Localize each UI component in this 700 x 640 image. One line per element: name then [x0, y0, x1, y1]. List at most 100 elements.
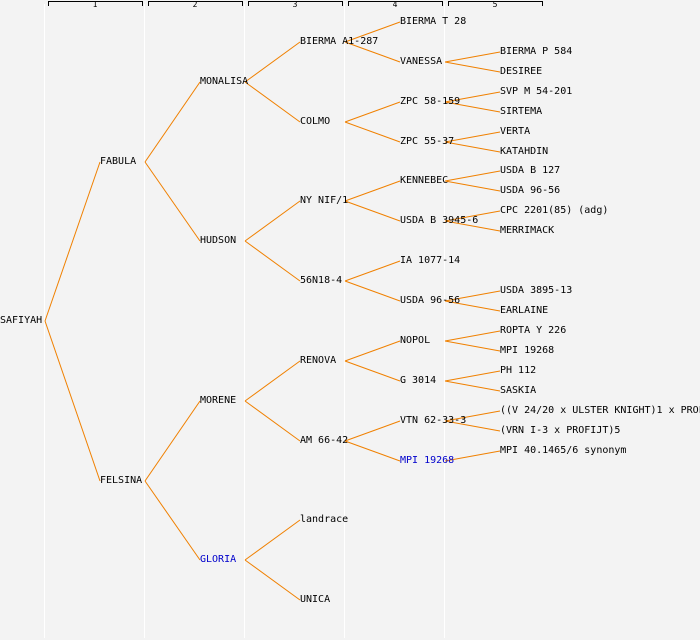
- pedigree-node: MONALISA: [200, 76, 249, 87]
- pedigree-node: G 3014: [400, 375, 437, 386]
- pedigree-link-line: [444, 170, 501, 182]
- pedigree-link-line: [444, 51, 501, 63]
- pedigree-node: DESIREE: [500, 66, 543, 77]
- pedigree-node: SIRTEMA: [500, 106, 543, 117]
- pedigree-node: MERRIMACK: [500, 225, 555, 236]
- pedigree-node: USDA 3895-13: [500, 285, 573, 296]
- pedigree-node: KATAHDIN: [500, 146, 549, 157]
- pedigree-link-line: [444, 220, 501, 232]
- pedigree-node: USDA 96-56: [400, 295, 461, 306]
- pedigree-link-line: [344, 360, 401, 382]
- pedigree-node: EARLAINE: [500, 305, 549, 316]
- pedigree-node: MPI 19268: [500, 345, 555, 356]
- root-node: SAFIYAH: [0, 315, 43, 326]
- pedigree-link-line: [444, 380, 501, 392]
- pedigree-link-line: [144, 480, 201, 561]
- pedigree-link-line: [244, 559, 301, 601]
- pedigree-link-line: [344, 180, 401, 202]
- pedigree-link-line: [244, 400, 301, 442]
- pedigree-link-line: [444, 340, 501, 352]
- pedigree-node: PH 112: [500, 365, 537, 376]
- pedigree-link-line: [444, 210, 501, 222]
- pedigree-link-line: [144, 400, 201, 482]
- pedigree-node: NOPOL: [400, 335, 431, 346]
- pedigree-node: SASKIA: [500, 385, 537, 396]
- pedigree-link-line: [344, 121, 401, 143]
- pedigree-link-line: [244, 240, 301, 282]
- pedigree-node: ZPC 55-37: [400, 136, 455, 147]
- pedigree-link-line: [144, 81, 201, 163]
- pedigree-link-line: [244, 360, 301, 402]
- pedigree-link-line: [444, 370, 501, 382]
- pedigree-link-line: [444, 61, 501, 73]
- pedigree-node: HUDSON: [200, 235, 237, 246]
- pedigree-node: AM 66-42: [300, 435, 349, 446]
- pedigree-node: BIERMA T 28: [400, 16, 467, 27]
- pedigree-link-line: [444, 131, 501, 143]
- pedigree-link-line: [44, 320, 101, 482]
- pedigree-link-line: [344, 200, 401, 222]
- generation-number: 4: [392, 0, 398, 9]
- pedigree-node: landrace: [300, 514, 349, 525]
- pedigree-node: USDA B 127: [500, 165, 561, 176]
- pedigree-node: VANESSA: [400, 56, 443, 67]
- column-separator: [44, 4, 45, 638]
- pedigree-node: USDA 96-56: [500, 185, 561, 196]
- pedigree-link-line: [344, 340, 401, 362]
- generation-bracket: [48, 1, 143, 6]
- pedigree-node: 56N18-4: [300, 275, 343, 286]
- pedigree-link-line: [444, 141, 501, 153]
- pedigree-node: BIERMA A1-287: [300, 36, 379, 47]
- pedigree-node: ZPC 58-159: [400, 96, 461, 107]
- pedigree-link-line: [344, 420, 401, 442]
- pedigree-node: COLMO: [300, 116, 331, 127]
- pedigree-node: (VRN I-3 x PROFIJT)5: [500, 425, 621, 436]
- generation-number: 1: [92, 0, 98, 9]
- pedigree-node: NY NIF/1: [300, 195, 349, 206]
- pedigree-node[interactable]: MPI 19268: [400, 455, 455, 466]
- pedigree-node: VERTA: [500, 126, 531, 137]
- pedigree-link-line: [444, 290, 501, 302]
- pedigree-link-line: [344, 101, 401, 123]
- pedigree-link-line: [244, 200, 301, 242]
- column-separator: [444, 4, 445, 638]
- pedigree-node: RENOVA: [300, 355, 337, 366]
- pedigree-link-line: [244, 41, 301, 83]
- pedigree-node: MORENE: [200, 395, 237, 406]
- pedigree-node: UNICA: [300, 594, 331, 605]
- pedigree-link-line: [44, 161, 101, 322]
- pedigree-link-line: [344, 280, 401, 302]
- pedigree-node: IA 1077-14: [400, 255, 461, 266]
- pedigree-link-line: [444, 91, 501, 103]
- generation-bracket: [448, 1, 543, 6]
- pedigree-link-line: [144, 161, 201, 242]
- pedigree-link-line: [444, 450, 501, 462]
- pedigree-link-line: [344, 440, 401, 462]
- column-separator: [344, 4, 345, 638]
- pedigree-link-line: [444, 420, 501, 432]
- pedigree-node[interactable]: GLORIA: [200, 554, 237, 565]
- pedigree-link-line: [344, 21, 401, 43]
- generation-bracket: [148, 1, 243, 6]
- pedigree-node: VTN 62-33-3: [400, 415, 467, 426]
- column-separator: [144, 4, 145, 638]
- pedigree-node: ((V 24/20 x ULSTER KNIGHT)1 x PROFIJT): [500, 405, 700, 416]
- pedigree-node: CPC 2201(85) (adg): [500, 205, 609, 216]
- pedigree-node: ROPTA Y 226: [500, 325, 567, 336]
- pedigree-link-line: [244, 519, 301, 561]
- generation-number: 3: [292, 0, 298, 9]
- pedigree-node: MPI 40.1465/6 synonym: [500, 445, 627, 456]
- pedigree-link-line: [444, 330, 501, 342]
- pedigree-link-line: [444, 410, 501, 422]
- generation-bracket: [248, 1, 343, 6]
- pedigree-node: SVP M 54-201: [500, 86, 573, 97]
- pedigree-node: FELSINA: [100, 475, 143, 486]
- generation-number: 5: [492, 0, 498, 9]
- pedigree-link-line: [344, 41, 401, 63]
- pedigree-link-line: [444, 180, 501, 192]
- pedigree-node: BIERMA P 584: [500, 46, 573, 57]
- pedigree-node: FABULA: [100, 156, 137, 167]
- generation-number: 2: [192, 0, 198, 9]
- pedigree-node: USDA B 3945-6: [400, 215, 479, 226]
- generation-bracket: [348, 1, 443, 6]
